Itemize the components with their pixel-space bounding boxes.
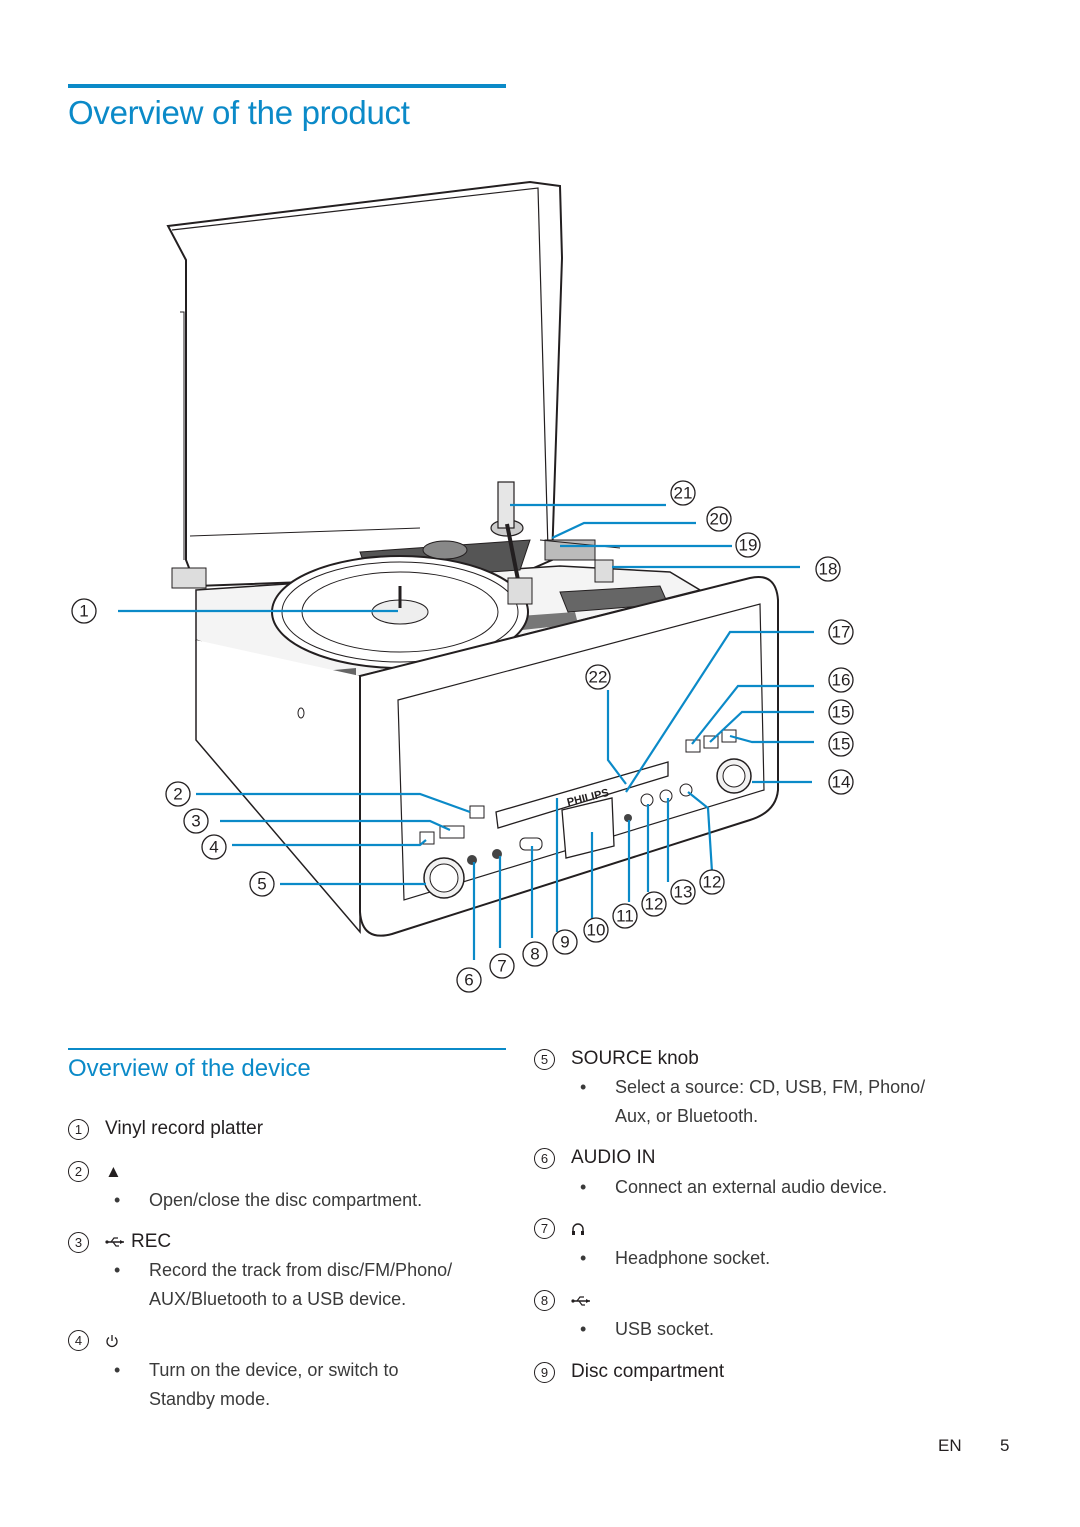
bullet-text: Connect an external audio device.	[615, 1177, 888, 1197]
svg-text:6: 6	[464, 971, 473, 990]
callout-15: 15	[828, 699, 854, 725]
product-diagram: PHILIPS	[71, 180, 854, 993]
svg-text:19: 19	[739, 536, 758, 555]
svg-text:20: 20	[710, 510, 729, 529]
callout-17: 17	[828, 619, 854, 645]
callout-15b: 15	[828, 731, 854, 757]
item-number: 8	[534, 1290, 555, 1311]
item-label: REC	[131, 1231, 172, 1252]
bullet-dot: •	[580, 1177, 587, 1197]
callout-12b: 12	[699, 869, 725, 895]
section-rule	[68, 1048, 506, 1050]
callout-8: 8	[522, 941, 548, 967]
svg-text:13: 13	[674, 883, 693, 902]
callout-20: 20	[706, 506, 732, 532]
svg-text:9: 9	[560, 933, 569, 952]
bullet-text-cont: AUX/Bluetooth to a USB device.	[149, 1289, 407, 1309]
usb-icon	[571, 1295, 590, 1306]
svg-text:11: 11	[616, 907, 634, 926]
callout-22: 22	[585, 664, 611, 690]
callout-13: 13	[670, 879, 696, 905]
callout-2: 2	[165, 781, 191, 807]
bullet-text: USB socket.	[615, 1319, 715, 1339]
bullet-dot: •	[114, 1190, 121, 1210]
page-title: Overview of the product	[68, 94, 410, 131]
bullet-text: Headphone socket.	[615, 1248, 771, 1268]
item-label: Vinyl record platter	[105, 1118, 264, 1139]
callout-badges: 1 2 3 4 5 6 7 8 9 10 11 12 13 12 14 15 1…	[71, 480, 854, 993]
svg-text:3: 3	[191, 812, 200, 831]
callout-4: 4	[201, 834, 227, 860]
svg-text:15: 15	[832, 703, 851, 722]
svg-text:12: 12	[703, 873, 722, 892]
bullet-dot: •	[580, 1077, 587, 1097]
svg-text:22: 22	[589, 668, 608, 687]
callout-19: 19	[735, 532, 761, 558]
item-label: SOURCE knob	[571, 1048, 699, 1069]
svg-text:14: 14	[832, 773, 851, 792]
callout-21: 21	[670, 480, 696, 506]
item-number: 2	[68, 1161, 89, 1182]
item-number: 6	[534, 1147, 555, 1169]
eject-icon: ▲	[105, 1161, 122, 1181]
svg-text:16: 16	[832, 671, 851, 690]
bullet-text: Open/close the disc compartment.	[149, 1190, 423, 1210]
bullet-text: Turn on the device, or switch to	[149, 1360, 399, 1380]
power-icon	[106, 1334, 118, 1347]
bullet-text: Record the track from disc/FM/Phono/	[149, 1260, 453, 1280]
svg-text:17: 17	[832, 623, 851, 642]
svg-text:1: 1	[79, 602, 88, 621]
section-title: Overview of the device	[68, 1055, 311, 1082]
bullet-dot: •	[580, 1319, 587, 1339]
item-number: 5	[534, 1048, 555, 1070]
svg-text:10: 10	[587, 921, 606, 940]
bullet-text-cont: Aux, or Bluetooth.	[615, 1106, 759, 1126]
item-number: 7	[534, 1218, 555, 1239]
svg-text:2: 2	[173, 785, 182, 804]
item-label: Disc compartment	[571, 1361, 725, 1382]
callout-6: 6	[456, 967, 482, 993]
svg-text:5: 5	[257, 875, 266, 894]
page-number: 5	[1000, 1436, 1010, 1455]
svg-text:12: 12	[645, 895, 664, 914]
turntable-illustration: PHILIPS	[166, 180, 779, 937]
item-number: 1	[68, 1118, 89, 1140]
callout-16: 16	[828, 667, 854, 693]
headphone-icon	[572, 1222, 584, 1235]
svg-text:15: 15	[832, 735, 851, 754]
callout-9: 9	[552, 929, 578, 955]
callout-leaders	[118, 503, 814, 960]
svg-text:8: 8	[530, 945, 539, 964]
callout-14: 14	[828, 769, 854, 795]
item-label: AUDIO IN	[571, 1147, 656, 1168]
callout-3: 3	[183, 808, 209, 834]
item-number: 9	[534, 1361, 555, 1383]
callout-11: 11	[612, 903, 638, 929]
usb-icon	[105, 1237, 124, 1247]
bullet-dot: •	[114, 1360, 121, 1380]
callout-1: 1	[71, 598, 97, 624]
footer-language: EN	[938, 1436, 962, 1455]
callout-5: 5	[249, 871, 275, 897]
item-number: 4	[68, 1330, 89, 1351]
svg-text:7: 7	[497, 957, 506, 976]
bullet-dot: •	[580, 1248, 587, 1268]
callout-18: 18	[815, 556, 841, 582]
svg-text:21: 21	[674, 484, 693, 503]
bullet-dot: •	[114, 1260, 121, 1280]
bullet-text: Select a source: CD, USB, FM, Phono/	[615, 1077, 926, 1097]
item-number: 3	[68, 1231, 89, 1253]
title-rule	[68, 84, 506, 88]
callout-10: 10	[583, 917, 609, 943]
bullet-text-cont: Standby mode.	[149, 1389, 271, 1409]
callout-12: 12	[641, 891, 667, 917]
callout-7: 7	[489, 953, 515, 979]
svg-text:4: 4	[209, 838, 218, 857]
svg-text:18: 18	[819, 560, 838, 579]
